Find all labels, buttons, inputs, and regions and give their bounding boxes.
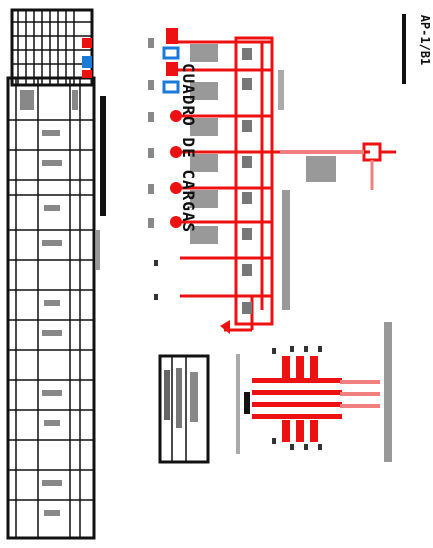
- circuit-1: [148, 28, 218, 76]
- code-underline: [402, 14, 406, 84]
- phase-marker-blue: [82, 56, 92, 68]
- grounding-detail: [236, 346, 380, 454]
- legend-box: [158, 354, 210, 464]
- circuit-6: [148, 216, 218, 244]
- circuit-note: [278, 70, 284, 110]
- title-underline: [100, 96, 106, 216]
- phase-marker-red-a: [82, 38, 92, 48]
- sheet-code: AP-1/B1: [418, 14, 432, 66]
- ground-arrow: [220, 320, 230, 334]
- circuit-2: [148, 80, 218, 100]
- circuit-4: [148, 146, 218, 172]
- breaker-tags: [242, 48, 252, 314]
- busbar-note: [282, 190, 290, 310]
- spare-circuit-1: [154, 260, 158, 266]
- load-table: [6, 8, 96, 540]
- main-breaker-label: [306, 156, 336, 182]
- phase-marker-red-b: [82, 70, 92, 78]
- grey-note: [96, 230, 100, 270]
- circuit-5: [148, 182, 218, 208]
- circuit-3: [148, 110, 218, 136]
- load-table-title: CUADRO DE CARGAS: [179, 63, 198, 234]
- spare-circuit-2: [154, 294, 158, 300]
- detail-caption: [384, 322, 392, 462]
